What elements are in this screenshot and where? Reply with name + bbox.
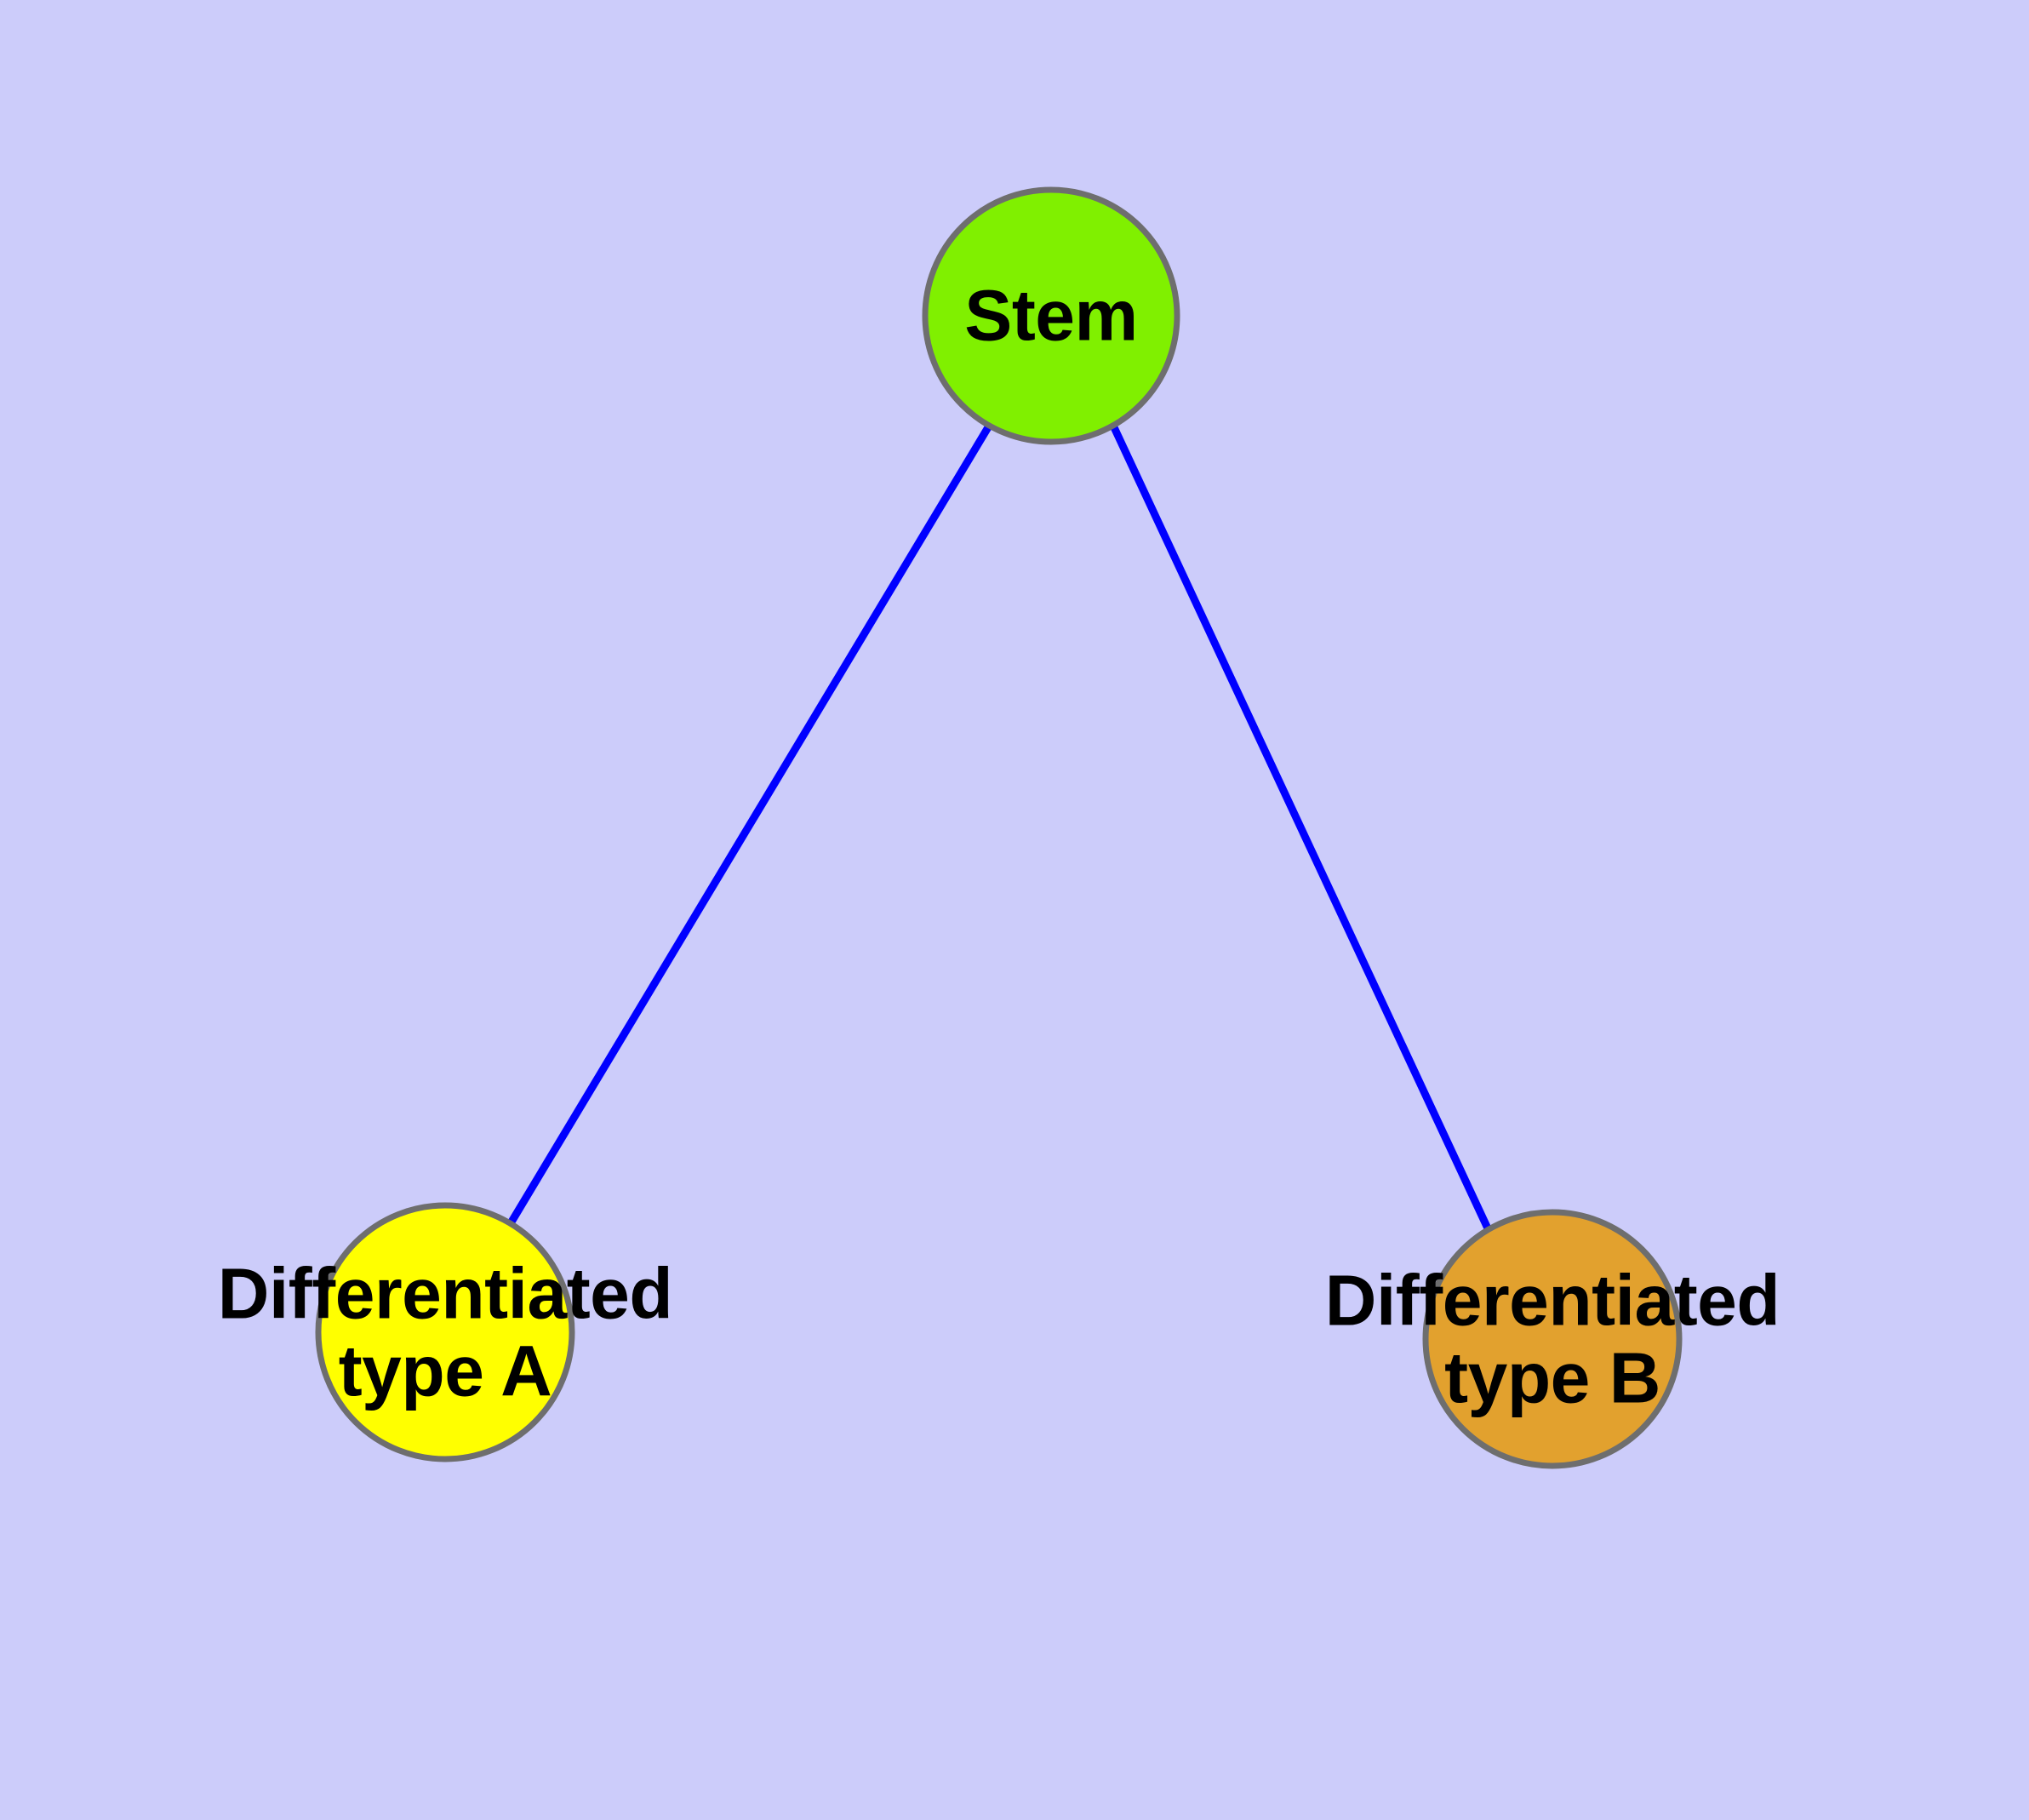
graph-node-diff-b[interactable] <box>1422 1209 1683 1469</box>
graph-node-stem[interactable] <box>922 186 1180 445</box>
graph-node-diff-a[interactable] <box>315 1202 575 1462</box>
graph-edge[interactable] <box>1110 426 1492 1230</box>
graph-edge[interactable] <box>507 425 992 1226</box>
edges-group <box>507 425 1492 1230</box>
nodes-group <box>315 186 1683 1469</box>
